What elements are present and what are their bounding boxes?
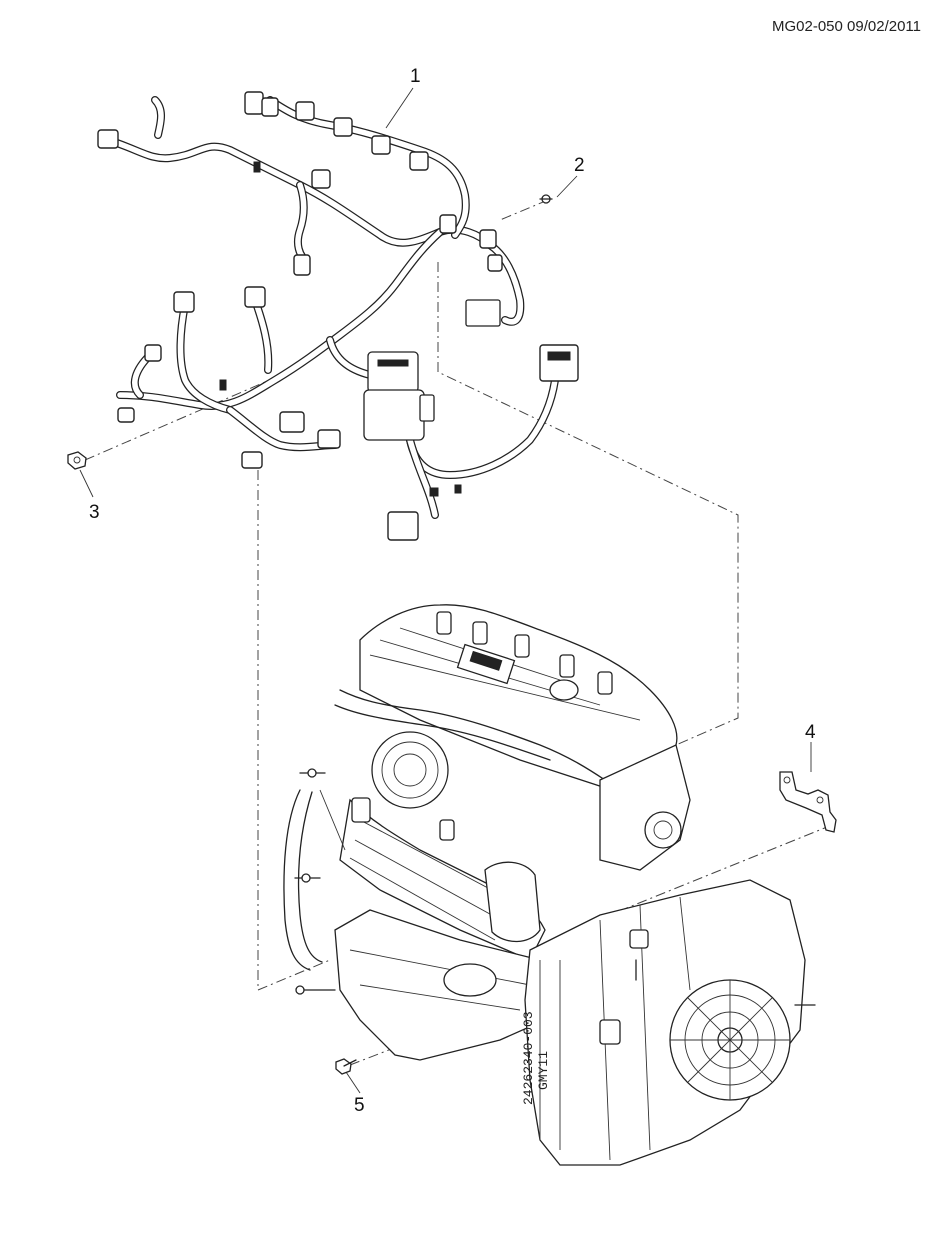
junction-block-top: [367, 351, 419, 393]
leader-5: [345, 1071, 361, 1094]
clip-2: [219, 379, 227, 391]
connector-m: [117, 407, 135, 423]
align-harness-left: [257, 470, 331, 991]
oil-filter-housing: [484, 861, 541, 943]
starter-motor: [443, 963, 497, 997]
connector-h: [311, 169, 331, 189]
callout-1: 1: [410, 66, 421, 87]
connector-b: [244, 91, 264, 115]
clip-4: [454, 484, 462, 494]
leader-1: [385, 87, 414, 129]
junction-block-bottom: [363, 389, 425, 441]
harness-tag: [465, 299, 501, 327]
connector-q: [539, 344, 579, 382]
connector-n: [439, 214, 457, 234]
bracket-bolt: [335, 1058, 357, 1075]
leader-lines: [79, 87, 812, 1094]
connector-t: [241, 451, 263, 469]
align-nut-3: [84, 381, 266, 461]
callout-3: 3: [89, 502, 100, 523]
callout-2: 2: [574, 155, 585, 176]
harness-nut: [67, 451, 87, 470]
junction-block-side: [419, 394, 435, 422]
connector-s: [317, 429, 341, 449]
harness-bolt: [539, 194, 553, 204]
leader-2: [556, 175, 578, 198]
connector-o: [479, 229, 497, 249]
connector-l: [144, 344, 162, 362]
connector-c: [261, 97, 279, 117]
connector-k: [244, 286, 266, 308]
casting-code: GMY11: [536, 1051, 551, 1090]
clip-3: [429, 487, 439, 497]
callout-5: 5: [354, 1095, 365, 1116]
callout-4: 4: [805, 722, 816, 743]
connector-g: [409, 151, 429, 171]
junction-block-ribs: [377, 359, 409, 367]
connector-p: [487, 254, 503, 272]
align-bolt-2: [499, 199, 549, 221]
clip-1: [253, 161, 261, 173]
connector-e: [333, 117, 353, 137]
throttle-body: [371, 731, 449, 809]
connector-u: [387, 511, 419, 541]
connector-r: [279, 411, 305, 433]
connector-j: [173, 291, 195, 313]
document-id: MG02-050 09/02/2011: [772, 18, 921, 35]
connector-a: [97, 129, 119, 149]
connector-q-latch: [547, 351, 571, 361]
engine-transaxle-assembly: 24262340-003 GMY11: [283, 604, 816, 1166]
connector-f: [371, 135, 391, 155]
engine-wiring-harness: [97, 91, 579, 541]
align-harness-right: [437, 262, 739, 746]
harness-bracket: [779, 771, 837, 833]
leader-3: [79, 469, 94, 498]
cam-cover: [359, 604, 678, 791]
casting-number: 24262340-003: [521, 1011, 536, 1105]
connector-i: [293, 254, 311, 276]
connector-d: [295, 101, 315, 121]
